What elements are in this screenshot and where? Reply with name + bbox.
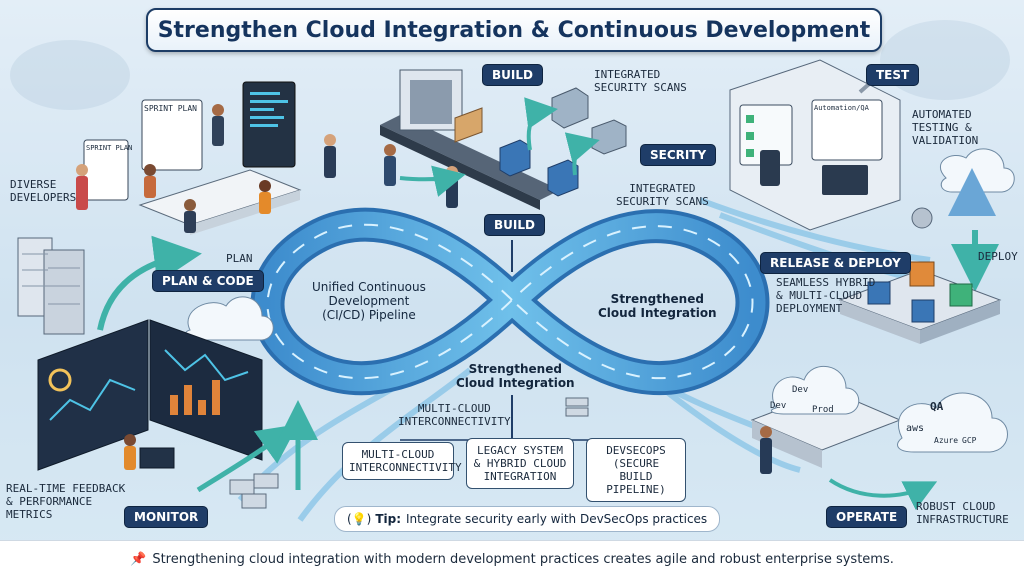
box-devsecops: DEVSECOPS (SECURE BUILD PIPELINE): [586, 438, 686, 502]
cube-icon: [551, 87, 589, 129]
loop-label-cicd: Unified Continuous Development (CI/CD) P…: [312, 280, 426, 322]
hub-node: [911, 207, 933, 229]
gcp-logo: GCP: [962, 436, 977, 445]
note-robust-infrastructure: ROBUST CLOUD INFRASTRUCTURE: [916, 500, 1009, 526]
stage-tag-secrity: SECRITY: [640, 144, 717, 166]
box-multi-cloud: MULTI-CLOUD INTERCONNECTIVITY: [342, 442, 462, 480]
server-icon: [565, 397, 589, 417]
env-label-dev-2: Dev: [770, 401, 787, 411]
cloud-icon: [939, 148, 1015, 193]
package-box: [499, 139, 531, 177]
footer-caption: 📌 Strengthening cloud integration with m…: [0, 540, 1024, 577]
cloud-icon: [897, 392, 1008, 453]
tip-label: Tip:: [375, 512, 401, 526]
sprint-plan-label-small: SPRINT PLAN: [86, 144, 133, 152]
stage-tag-monitor: MONITOR: [124, 506, 209, 528]
note-seamless-deployment: SEAMLESS HYBRID & MULTI-CLOUD DEPLOYMENT: [776, 276, 876, 315]
stage-tag-release-deploy: RELEASE & DEPLOY: [760, 252, 911, 274]
sprint-board: [141, 99, 203, 171]
flow-arrow: [828, 478, 938, 511]
env-label-qa: QA: [930, 400, 944, 413]
azure-logo: Azure: [934, 436, 959, 445]
map-decoration: [880, 20, 1010, 100]
note-integrated-security-top: INTEGRATED SECURITY SCANS: [594, 68, 687, 94]
automation-qa-label: Automation/QA: [814, 104, 869, 112]
note-integrated-security-mid: INTEGRATED SECURITY SCANS: [616, 182, 709, 208]
note-plan: PLAN: [226, 252, 253, 265]
flow-arrow: [564, 132, 600, 176]
operator-person: [760, 426, 772, 474]
aws-logo: aws: [906, 423, 925, 434]
stage-tag-operate: OPERATE: [826, 506, 908, 528]
monitor-dashboards: [37, 319, 279, 509]
lightbulb-icon: (💡): [347, 512, 372, 526]
developer-person: [184, 199, 196, 233]
container-block: [909, 261, 935, 287]
loop-label-cloud-center: Strengthened Cloud Integration: [456, 362, 575, 390]
tip-callout: (💡) Tip: Integrate security early with D…: [334, 506, 721, 532]
engineer-person: [446, 166, 458, 208]
developer-person: [324, 134, 336, 178]
page-title: Strengthen Cloud Integration & Continuou…: [157, 17, 871, 43]
engineer-person: [384, 144, 396, 186]
diagram-illustration: [17, 59, 1015, 522]
cloud-icon: [770, 365, 860, 415]
env-label-dev: Dev: [792, 385, 809, 395]
developer-person: [212, 104, 224, 146]
note-realtime-feedback: REAL-TIME FEEDBACK & PERFORMANCE METRICS: [6, 482, 126, 521]
test-lab: [729, 59, 906, 231]
flow-arrow: [97, 235, 202, 331]
env-label-prod: Prod: [812, 405, 834, 415]
laptop-device: [822, 165, 868, 195]
phone-device: [760, 150, 780, 186]
note-diverse-developers: DIVERSE DEVELOPERS: [10, 178, 77, 204]
deploy-platform: [838, 207, 1002, 344]
sprint-plan-label: SPRINT PLAN: [144, 104, 197, 113]
flow-arrow: [524, 97, 558, 151]
analyst-person: [124, 434, 136, 470]
container-block: [911, 299, 935, 323]
plan-code-scene: [76, 81, 336, 235]
note-deploy: DEPLOY: [978, 250, 1018, 263]
title-banner: Strengthen Cloud Integration & Continuou…: [146, 8, 882, 52]
tip-text: Integrate security early with DevSecOps …: [406, 512, 708, 526]
footer-text: Strengthening cloud integration with mod…: [152, 551, 894, 567]
loop-label-cloud-right: Strengthened Cloud Integration: [598, 292, 717, 320]
developer-person: [76, 164, 88, 210]
stage-tag-test: TEST: [866, 64, 920, 86]
flow-arrow: [399, 165, 466, 197]
build-conveyor: [380, 69, 627, 210]
infinity-loop: [250, 207, 770, 396]
infographic-canvas: Strengthen Cloud Integration & Continuou…: [6, 8, 1018, 532]
stage-tag-plan-code: PLAN & CODE: [152, 270, 264, 292]
developer-person: [144, 164, 156, 198]
box-legacy-hybrid: LEGACY SYSTEM & HYBRID CLOUD INTEGRATION: [466, 438, 574, 489]
operate-scene: [750, 365, 1008, 474]
cube-icon: [591, 119, 627, 155]
qa-screen: [811, 99, 883, 161]
package-box: [454, 107, 483, 143]
stage-tag-build: BUILD: [482, 64, 543, 86]
container-block: [867, 281, 891, 305]
note-automated-testing: AUTOMATED TESTING & VALIDATION: [912, 108, 979, 147]
map-decoration: [10, 40, 130, 110]
developer-person: [259, 180, 271, 214]
pin-icon: 📌: [130, 551, 147, 567]
note-multi-cloud-upper: MULTI-CLOUD INTERCONNECTIVITY: [398, 402, 511, 428]
server-racks: [17, 237, 85, 335]
stage-tag-build-mid: BUILD: [484, 214, 545, 236]
container-block: [949, 283, 973, 307]
